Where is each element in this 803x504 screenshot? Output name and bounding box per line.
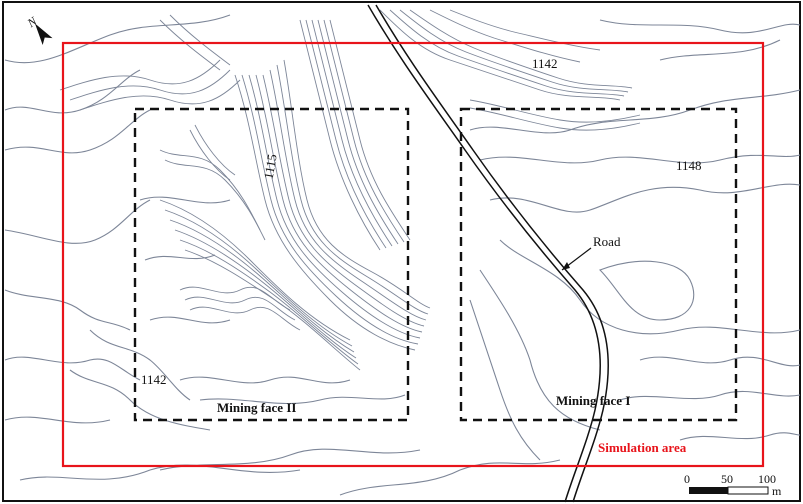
mining-face-i-label: Mining face I [556,393,630,408]
mining-face-i-outline [459,107,738,422]
scale-unit-label: m [772,484,782,498]
scale-tick-label: 100 [758,472,776,486]
elevation-label: 1142 [532,56,558,71]
elevation-label: 1115 [261,153,280,180]
road-label: Road [593,234,621,249]
scale-bar-segment-filled [689,487,728,494]
scale-bar-segment-empty [727,486,769,495]
simulation-area-boundary [61,41,765,468]
scale-tick-label: 50 [721,472,733,486]
north-arrow-icon [34,23,53,45]
scale-tick-label: 0 [684,472,690,486]
contour-lines [4,14,801,496]
mining-face-ii-outline [133,107,410,422]
mining-face-ii-label: Mining face II [217,400,296,415]
road-pointer-arrowhead [562,262,570,270]
elevation-label: 1148 [676,158,702,173]
scale-bar: 0 50 100 m [684,472,782,498]
dense-contour-area [59,9,641,371]
elevation-label: 1142 [141,372,167,387]
road [367,4,610,503]
simulation-area-label: Simulation area [598,440,687,455]
